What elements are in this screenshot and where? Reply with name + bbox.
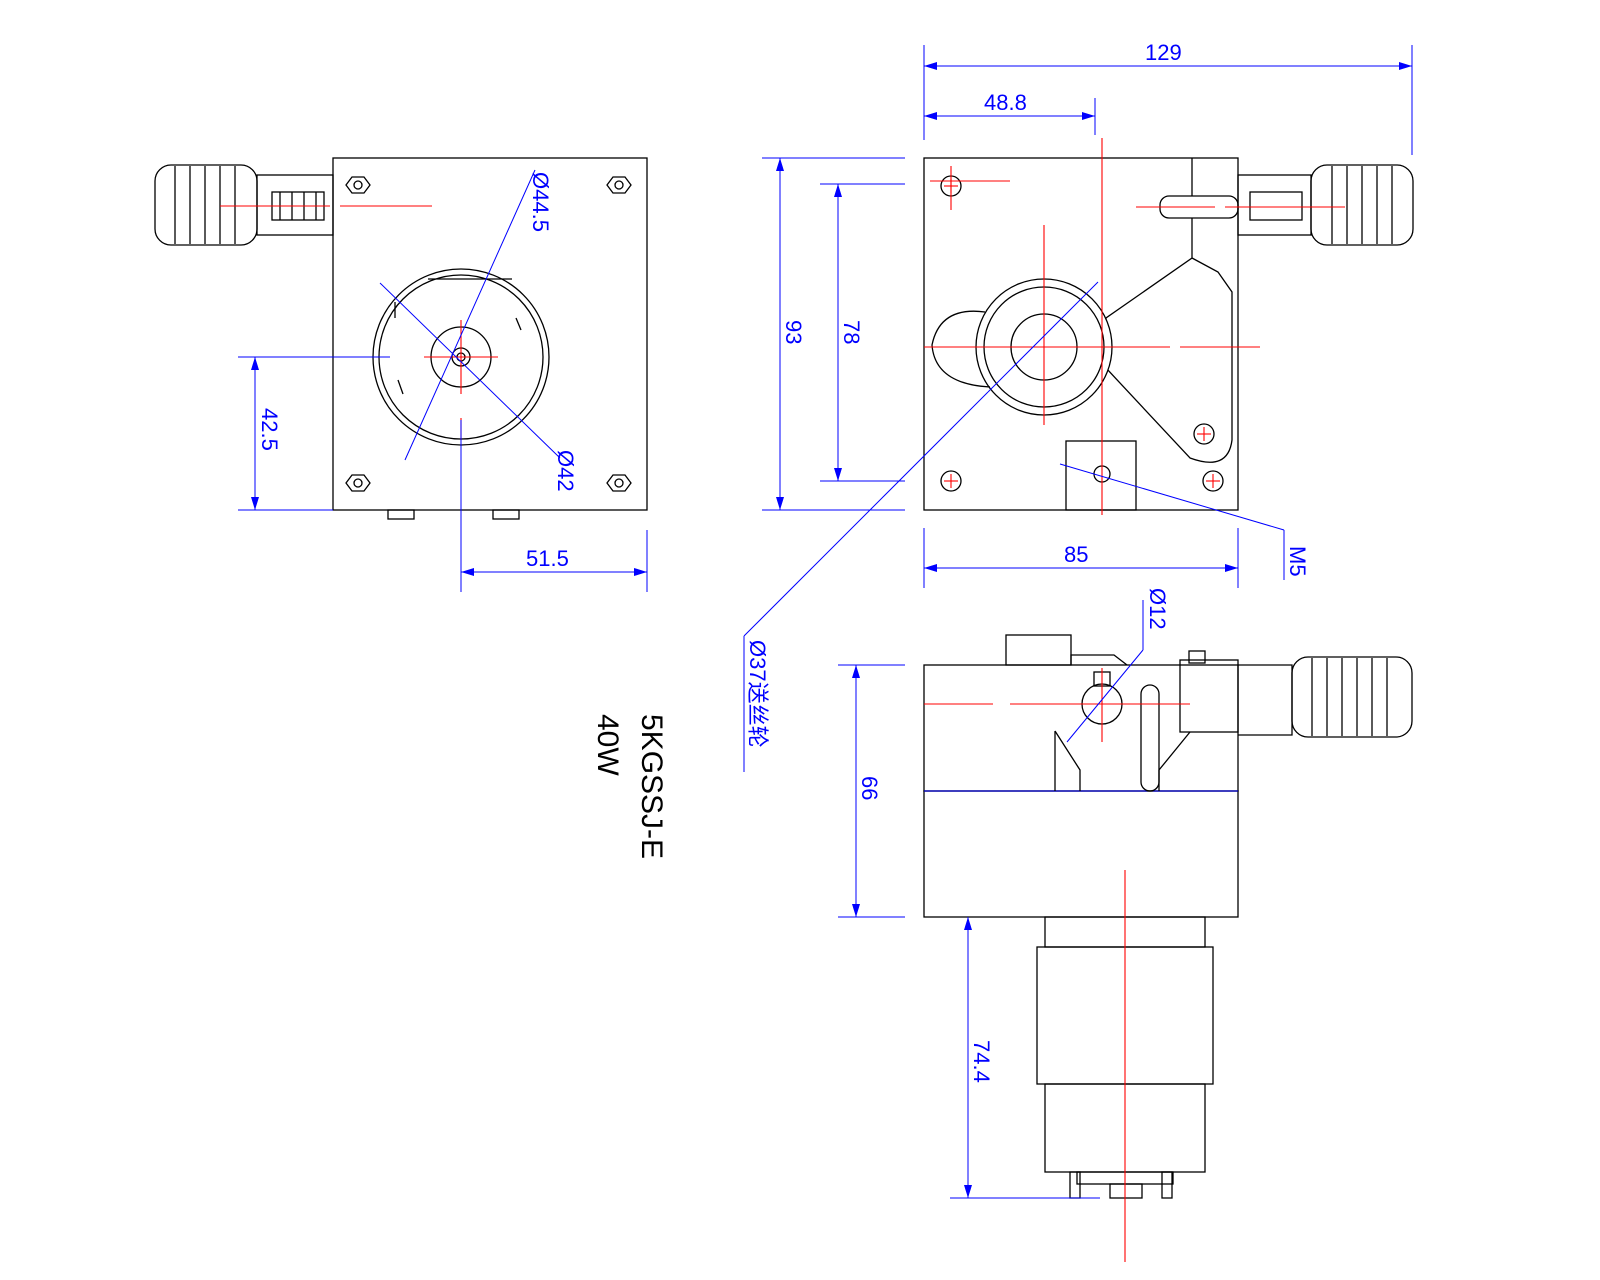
hex-nut-icon	[606, 474, 632, 492]
bottom-view-upper-body	[923, 664, 1239, 792]
bottom-view-knob	[1291, 656, 1413, 738]
dim-dia-12: Ø12	[1145, 588, 1170, 630]
left-view: Ø44.5 Ø42 42.5 51.5	[154, 157, 648, 592]
bottom-view-lower-body	[923, 790, 1239, 918]
dim-85: 85	[1064, 542, 1088, 567]
dim-m5: M5	[1285, 546, 1310, 577]
dim-78: 78	[839, 320, 864, 344]
screw-icon	[940, 470, 962, 492]
dim-93: 93	[781, 320, 806, 344]
hex-nut-icon	[345, 176, 371, 194]
pressure-arm	[1105, 218, 1233, 463]
screw-icon	[1202, 470, 1224, 492]
left-view-body	[332, 157, 648, 511]
dim-66: 66	[857, 776, 882, 800]
dim-42-5: 42.5	[257, 408, 282, 451]
screw-icon	[1193, 423, 1215, 445]
dim-feed-roller: Ø37送丝轮	[745, 640, 770, 748]
hex-nut-icon	[345, 474, 371, 492]
dim-74-4: 74.4	[969, 1040, 994, 1083]
dim-51-5: 51.5	[526, 546, 569, 571]
dim-dia-44-5: Ø44.5	[528, 172, 553, 232]
dim-129: 129	[1145, 40, 1182, 65]
model-label: 5KGSSJ-E	[635, 714, 668, 859]
front-view: 129 48.8 93 78 85 M5 Ø37送丝轮	[743, 40, 1414, 772]
hex-nut-icon	[606, 176, 632, 194]
left-view-knob	[154, 164, 334, 246]
dim-dia-42: Ø42	[553, 450, 578, 492]
dim-48-8: 48.8	[984, 90, 1027, 115]
front-view-knob	[1237, 164, 1414, 246]
power-label: 40W	[591, 714, 624, 776]
bottom-view: Ø12 66 74.4	[838, 588, 1413, 1262]
